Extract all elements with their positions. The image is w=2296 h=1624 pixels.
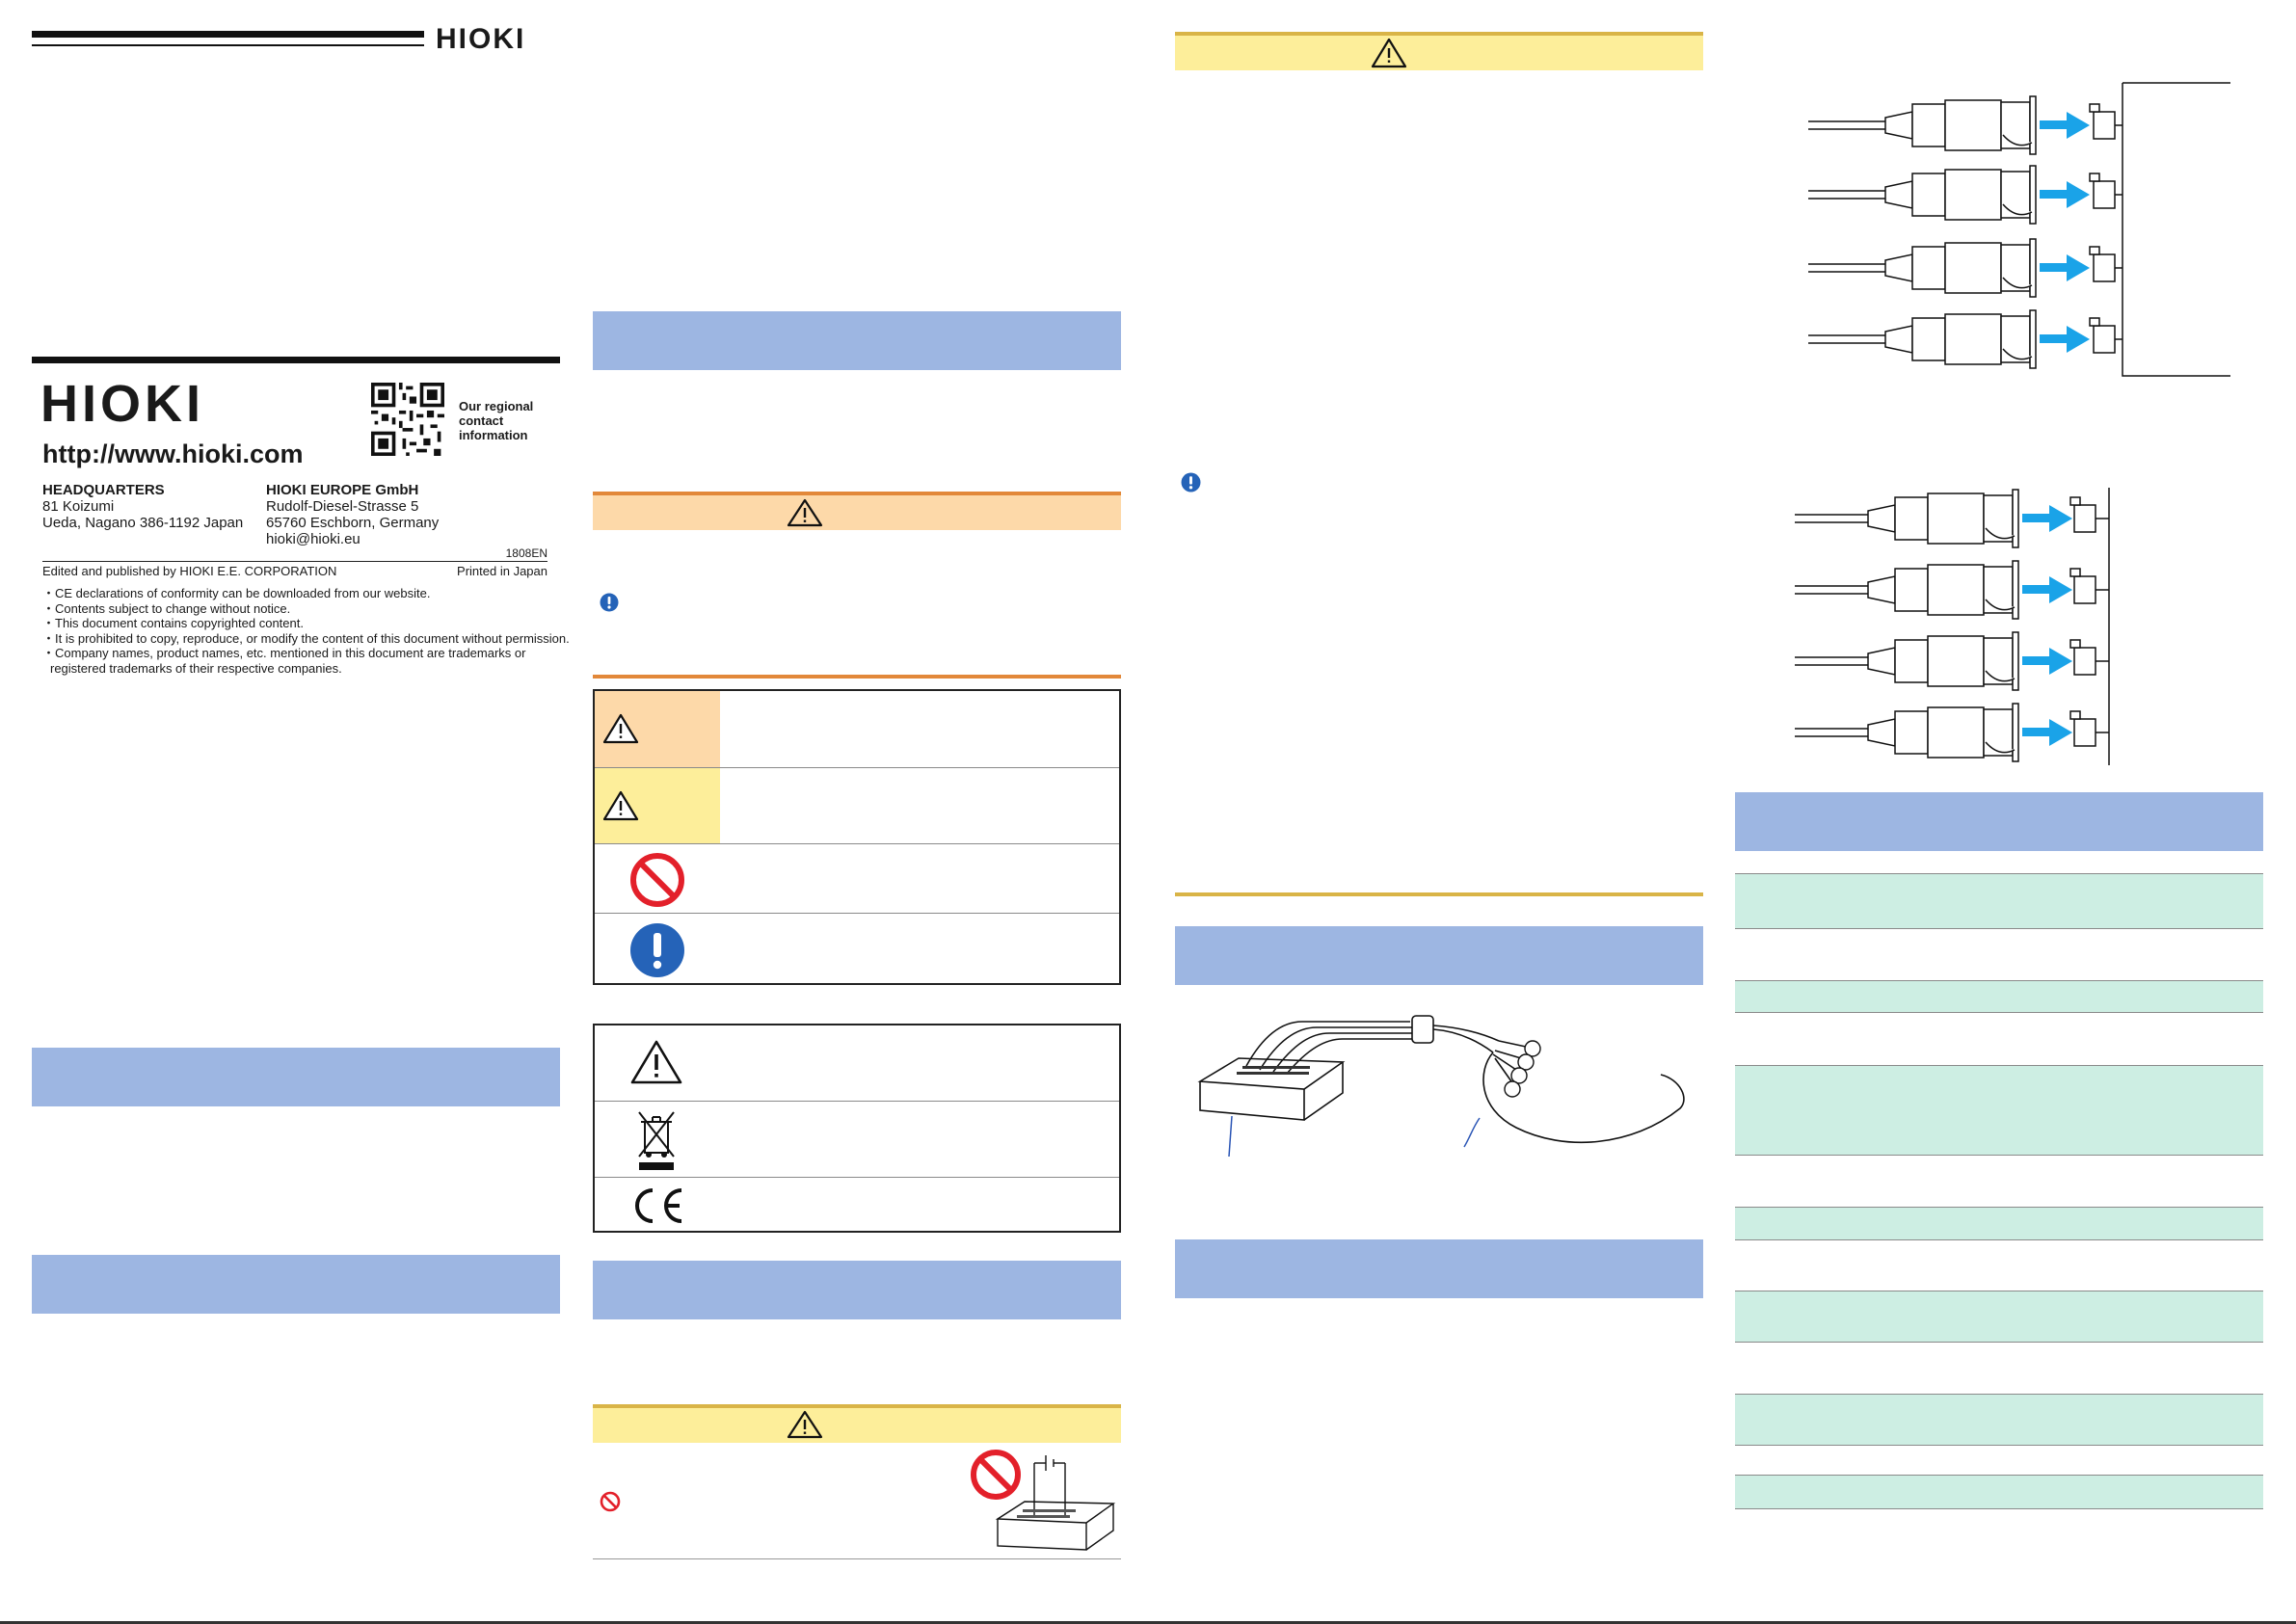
row-divider (595, 913, 1119, 914)
exclamation-circle-icon (1181, 472, 1201, 493)
caution-top-rule (1175, 32, 1703, 36)
crossed-out-bin-icon (638, 1111, 675, 1170)
note-line: ・It is prohibited to copy, reproduce, or… (42, 630, 570, 646)
bottom-edge-line (0, 1621, 2296, 1624)
section-heading-bar (1735, 792, 2263, 851)
note-line: ・CE declarations of conformity can be do… (42, 586, 431, 600)
doc-code: 1808EN (505, 546, 547, 560)
address-line: 65760 Eschborn, Germany (266, 515, 440, 531)
spec-row-shaded (1735, 1291, 2263, 1343)
bnc-connection-diagram-bottom (1794, 488, 2110, 765)
qr-caption-line: Our regional (459, 399, 534, 413)
spec-row-divider (1735, 1394, 2263, 1395)
printed-in: Printed in Japan (457, 564, 547, 578)
edited-by: Edited and published by HIOKI E.E. CORPO… (42, 564, 337, 578)
address-line: 81 Koizumi (42, 498, 115, 515)
qr-caption: Our regional contact information (459, 399, 533, 442)
spec-row-divider (1735, 980, 2263, 981)
qr-caption-line: contact (459, 413, 504, 428)
note-line: registered trademarks of their respectiv… (50, 660, 342, 676)
note-line: ・Contents subject to change without noti… (42, 600, 291, 616)
row-divider (595, 767, 1119, 768)
header-logo: HIOKI (436, 23, 526, 55)
section-heading-bar (1175, 926, 1703, 985)
section-heading-bar (32, 1255, 560, 1314)
website-url: http://www.hioki.com (42, 439, 304, 468)
spec-row-shaded (1735, 981, 2263, 1013)
qr-caption-line: information (459, 428, 528, 442)
logo-rule (32, 357, 560, 363)
row-divider (595, 843, 1119, 844)
warning-triangle-icon (630, 1040, 682, 1084)
caution-banner (593, 1408, 1121, 1443)
warning-top-rule (593, 492, 1121, 495)
spec-row-shaded (1735, 873, 2263, 929)
address-line: Ueda, Nagano 386-1192 Japan (42, 515, 244, 531)
spec-row-shaded (1735, 1476, 2263, 1509)
signal-word-table (593, 689, 1121, 985)
row-divider (595, 1177, 1119, 1178)
legal-notes: ・CE declarations of conformity can be do… (42, 586, 570, 676)
note-line: ・Company names, product names, etc. ment… (42, 646, 526, 660)
warning-triangle-icon (602, 790, 639, 821)
warning-banner (593, 495, 1121, 530)
section-heading-bar (1175, 1239, 1703, 1298)
headquarters-title: HEADQUARTERS (42, 482, 165, 498)
warning-triangle-icon (1371, 38, 1407, 68)
spec-row-shaded (1735, 1208, 2263, 1240)
warning-triangle-icon (602, 713, 639, 744)
caution-bottom-rule (593, 1558, 1121, 1559)
symbols-table (593, 1024, 1121, 1233)
note-line: ・This document contains copyrighted cont… (42, 616, 304, 630)
exclamation-circle-icon (630, 923, 684, 977)
section-heading-bar (32, 1048, 560, 1106)
qr-code-icon (371, 383, 444, 456)
prohibition-icon (600, 1491, 621, 1512)
top-rule-thin (32, 44, 424, 46)
section-heading-bar (593, 311, 1121, 370)
top-rule-thick (32, 31, 424, 38)
warning-triangle-icon (787, 498, 823, 527)
spec-row-divider (1735, 1475, 2263, 1476)
spec-row-shaded (1735, 1066, 2263, 1156)
row-divider (595, 1101, 1119, 1102)
caution-bottom-rule (1175, 892, 1703, 896)
address-line: Rudolf-Diesel-Strasse 5 (266, 498, 419, 515)
europe-title: HIOKI EUROPE GmbH (266, 482, 419, 498)
no-voltage-input-illustration (971, 1450, 1116, 1551)
prohibition-icon (630, 853, 684, 907)
warning-bottom-rule (593, 675, 1121, 679)
ce-mark-icon (635, 1188, 682, 1223)
email-text: hioki@hioki.eu (266, 531, 360, 547)
adapter-cable-illustration (1197, 1015, 1685, 1158)
bnc-connection-diagram-top (1807, 82, 2230, 377)
spec-row-divider (1735, 1065, 2263, 1066)
hioki-logo: HIOKI (40, 375, 205, 433)
spec-row-shaded (1735, 1395, 2263, 1446)
section-heading-bar (593, 1261, 1121, 1319)
caution-top-rule (593, 1404, 1121, 1408)
doc-rule (42, 561, 547, 562)
spec-row-divider (1735, 1207, 2263, 1208)
europe-block: HIOKI EUROPE GmbH Rudolf-Diesel-Strasse … (266, 482, 439, 547)
exclamation-circle-icon (600, 593, 619, 612)
headquarters-block: HEADQUARTERS 81 Koizumi Ueda, Nagano 386… (42, 482, 243, 531)
caution-banner (1175, 36, 1703, 70)
warning-triangle-icon (787, 1410, 823, 1439)
